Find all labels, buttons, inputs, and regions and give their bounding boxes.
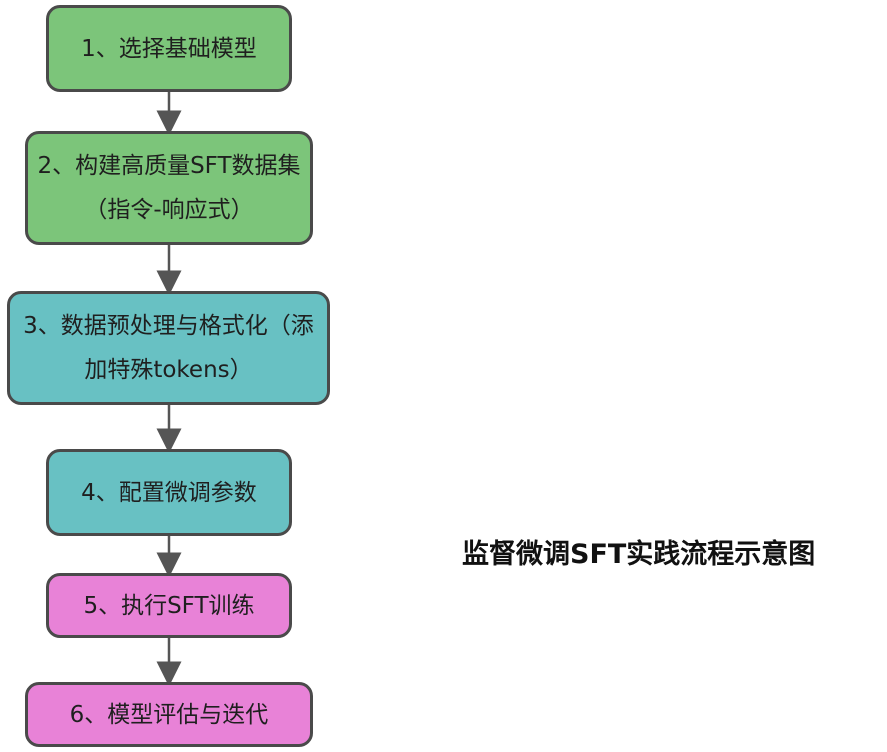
- step-3-label: 3、数据预处理与格式化（添加特殊tokens）: [23, 313, 314, 383]
- step-5-run-sft-training: 5、执行SFT训练: [46, 573, 292, 638]
- step-3-preprocess-format: 3、数据预处理与格式化（添加特殊tokens）: [7, 291, 330, 405]
- step-2-label: 2、构建高质量SFT数据集（指令-响应式）: [37, 153, 301, 223]
- step-1-label: 1、选择基础模型: [81, 35, 257, 62]
- diagram-title: 监督微调SFT实践流程示意图: [462, 539, 816, 570]
- step-4-label: 4、配置微调参数: [81, 479, 257, 506]
- step-4-configure-params: 4、配置微调参数: [46, 449, 292, 536]
- step-5-label: 5、执行SFT训练: [83, 592, 255, 619]
- step-1-select-base-model: 1、选择基础模型: [46, 5, 292, 92]
- step-6-label: 6、模型评估与迭代: [69, 701, 269, 728]
- step-2-build-sft-dataset: 2、构建高质量SFT数据集（指令-响应式）: [25, 131, 313, 245]
- step-6-evaluate-iterate: 6、模型评估与迭代: [25, 682, 313, 747]
